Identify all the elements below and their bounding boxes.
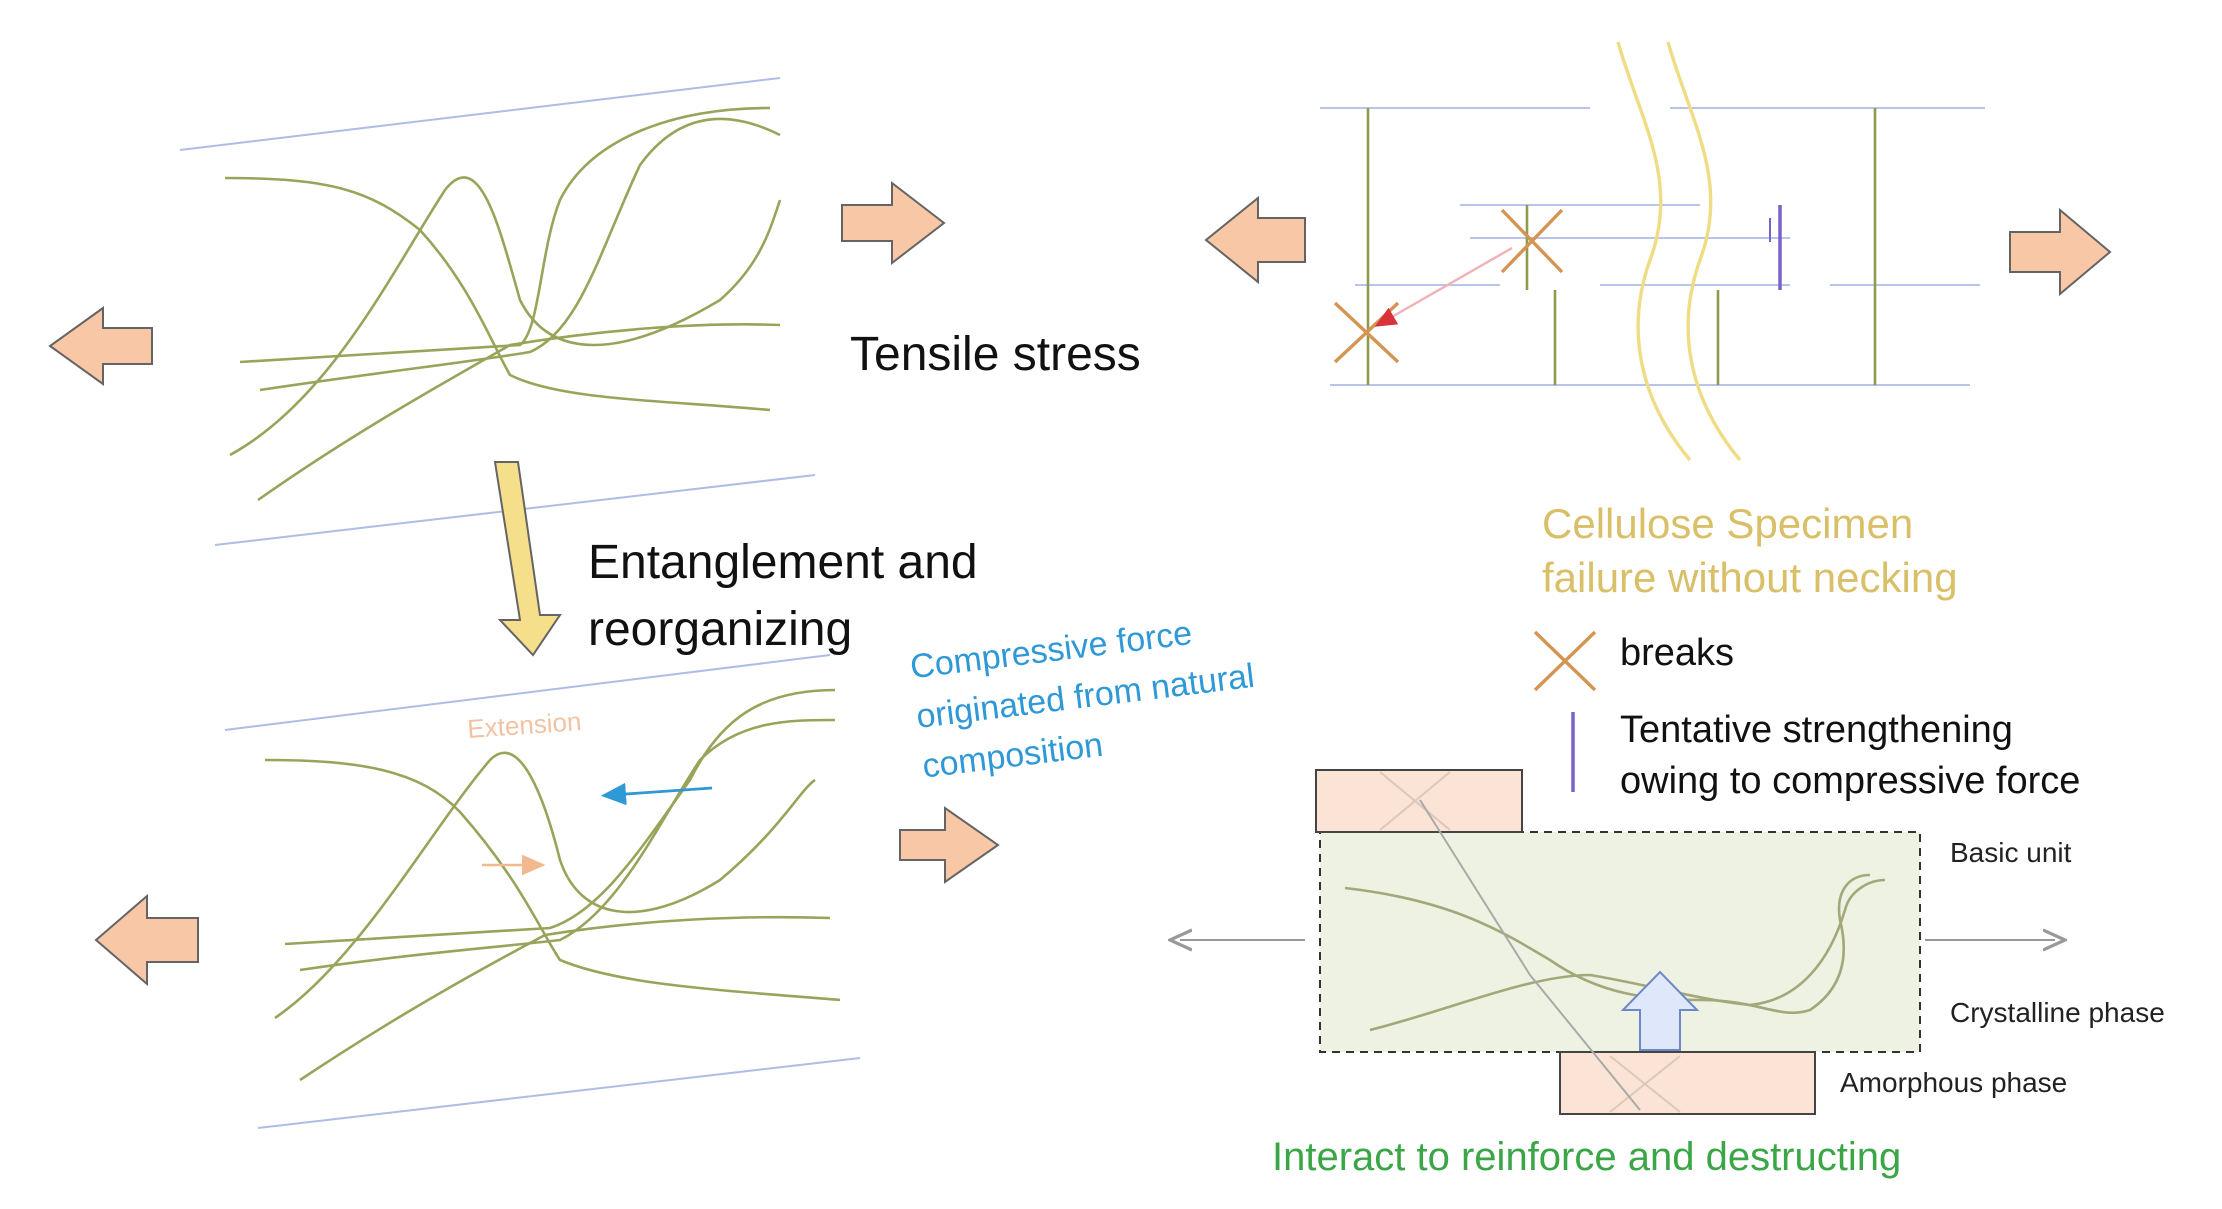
crystalline-phase-label: Crystalline phase (1950, 997, 2165, 1028)
legend-breaks-label: breaks (1620, 632, 1734, 674)
cellulose-label-line2: failure without necking (1542, 554, 1958, 601)
push-up-arrow-icon (1620, 970, 1700, 1051)
legend: breaks Tentative strengthening owing to … (1533, 630, 2080, 802)
interact-label: Interact to reinforce and destructing (1272, 1135, 1901, 1179)
compressive-force-label: Compressive force originated from natura… (908, 614, 1256, 786)
arrow-right-top-left-panel (841, 180, 946, 266)
cellulose-specimen-panel (1320, 41, 1985, 462)
extension-label: Extension (466, 706, 582, 744)
legend-break-x-icon (1533, 630, 1597, 692)
amorphous-block-top (1315, 769, 1523, 833)
break-x-icon-upper (1500, 208, 1564, 274)
top-left-fiber-panel (179, 77, 816, 546)
bottom-left-fiber-panel: Extension (224, 654, 861, 1129)
legend-tentative-line1: Tentative strengthening (1620, 709, 2013, 751)
tensile-stress-label: Tensile stress (850, 328, 1141, 381)
amorphous-block-bottom (1559, 1051, 1816, 1115)
compressive-arrow (600, 782, 713, 806)
basic-unit-schematic (1180, 769, 2055, 1115)
arrow-left-bottom (94, 893, 199, 987)
basic-unit-label: Basic unit (1950, 837, 2072, 868)
arrow-left-top-right-panel (1204, 195, 1306, 285)
arrow-left-top (48, 306, 153, 386)
arrow-right-top-right-panel (2009, 207, 2112, 297)
legend-tentative-line2: owing to compressive force (1620, 760, 2080, 802)
arrow-right-bottom (899, 806, 1000, 884)
crack-propagation-arrow (1374, 246, 1513, 327)
cellulose-label-line1: Cellulose Specimen (1542, 500, 1913, 547)
entanglement-label-line1: Entanglement and (588, 536, 978, 589)
compressive-label-line3: composition (920, 726, 1105, 786)
amorphous-phase-label: Amorphous phase (1840, 1067, 2067, 1098)
entanglement-label-line2: reorganizing (588, 603, 852, 656)
break-x-icon-lower (1333, 301, 1400, 364)
yellow-down-arrow (493, 461, 562, 657)
